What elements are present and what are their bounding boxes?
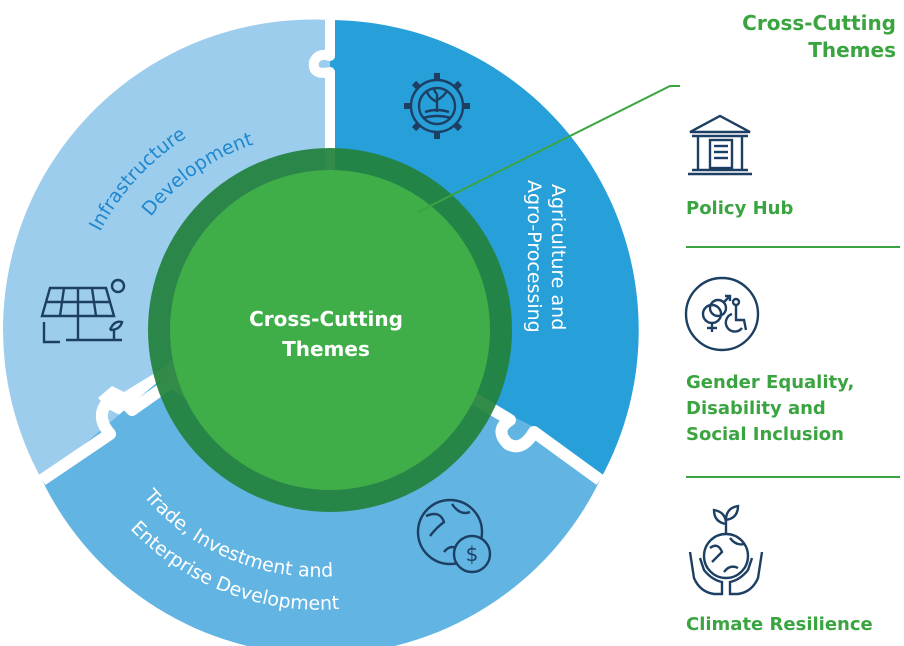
policy-hub-building-icon [688, 114, 752, 176]
gender-label-line3: Social Inclusion [686, 424, 844, 445]
connector-line [417, 85, 680, 213]
center-label-line1: Cross-Cutting [249, 307, 403, 331]
puzzle-wheel-diagram: Cross-Cutting Themes Infrastructure Deve… [3, 19, 680, 646]
agriculture-gear-icon [404, 73, 470, 139]
panel-title-line2: Themes [808, 38, 896, 62]
center-label-line2: Themes [282, 337, 370, 361]
segment-gap-left [38, 357, 204, 485]
gender-label: Gender Equality, Disability and Social I… [686, 370, 854, 448]
center-circle [170, 170, 490, 490]
divider-1 [686, 246, 900, 248]
segment-gap-right [456, 384, 604, 485]
panel-title-line1: Cross-Cutting [742, 11, 896, 35]
agriculture-label-line2: Agro-Processing [523, 180, 545, 333]
segment-infrastructure [3, 19, 330, 480]
climate-hands-globe-icon [688, 504, 764, 596]
svg-text:$: $ [466, 542, 479, 566]
policy-hub-label: Policy Hub [686, 196, 793, 222]
divider-2 [686, 476, 900, 478]
gender-label-line1: Gender Equality, [686, 372, 855, 393]
segment-gap-top [308, 20, 335, 190]
gender-label-line2: Disability and [686, 398, 826, 419]
solar-panel-icon [40, 278, 126, 344]
climate-label-line1: Climate Resilience [686, 614, 873, 635]
policy-hub-label-line1: Policy Hub [686, 198, 794, 219]
agriculture-label-line1: Agriculture and [547, 184, 569, 330]
climate-label: Climate Resilience [686, 612, 873, 638]
panel-title: Cross-Cutting Themes [742, 10, 896, 64]
globe-dollar-icon: $ [416, 498, 492, 574]
gender-disability-icon [684, 276, 760, 352]
